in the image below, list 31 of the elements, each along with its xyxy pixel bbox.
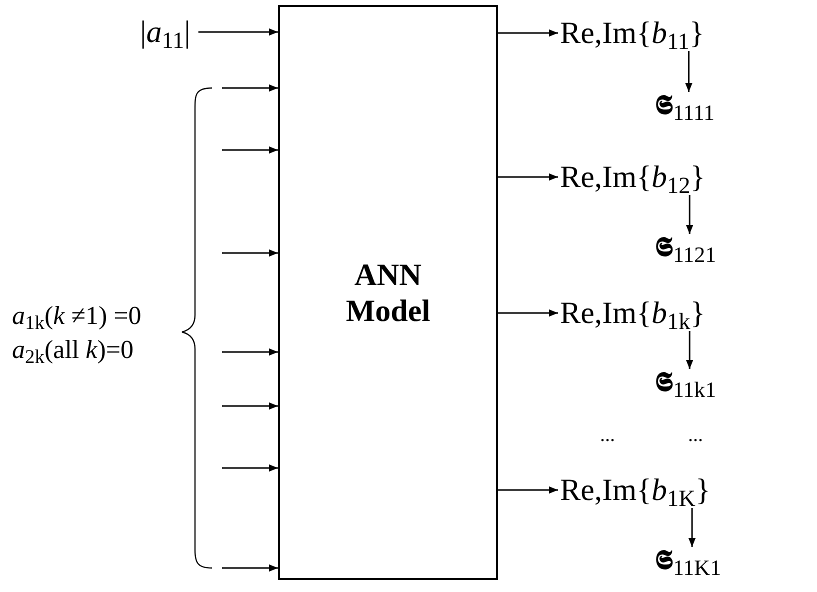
parameter-label: 𝕾$_{11k1}$ [655,365,716,401]
model-box [278,5,498,580]
arrow [222,146,278,154]
output-label: Re,Im{b$_{1K}$} [560,472,710,508]
parameter-label: 𝕾$_{11K1}$ [655,543,722,579]
output-label: Re,Im{b$_{11}$} [560,15,704,51]
output-label: Re,Im{b$_{12}$} [560,159,706,195]
condition-text: a$_{2k}$(all k)=0 [12,334,134,366]
parameter-label: 𝕾$_{1111}$ [655,88,715,124]
arrow [498,309,558,317]
arrow [498,173,558,181]
arrow [685,51,692,92]
arrow [498,486,558,494]
arrow [222,564,278,572]
parameter-label: 𝕾$_{1121}$ [655,230,716,266]
arrow [686,331,694,369]
arrow [198,28,278,36]
arrow [686,195,694,234]
arrow [222,249,278,257]
model-title: ANN Model [344,256,432,328]
output-label: Re,Im{b$_{1k}$} [560,295,706,331]
ellipsis: ... [688,425,703,445]
condition-text: a$_{1k}$(k ≠1) =0 [12,300,142,332]
ellipsis: ... [600,425,615,445]
arrow [222,84,278,92]
arrow [688,508,696,547]
arrow [498,29,558,37]
arrow [222,464,278,472]
arrow [222,348,278,356]
input-label: |a$_{11}$| [140,14,190,50]
arrow [222,402,278,410]
